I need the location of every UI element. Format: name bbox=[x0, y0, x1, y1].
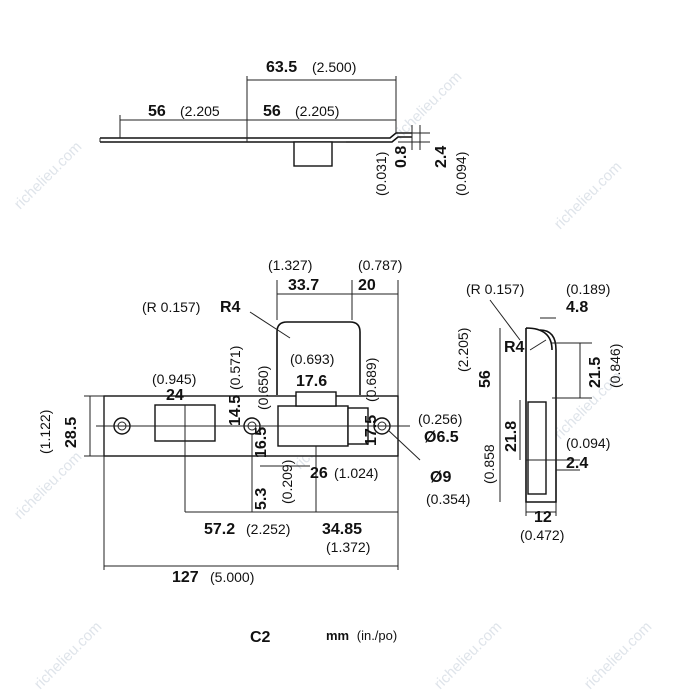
dim-14-5-in: (0.571) bbox=[227, 346, 243, 390]
side-upper-in: (0.846) bbox=[607, 344, 623, 388]
watermark-text: richelieu.com bbox=[581, 618, 656, 693]
watermark-text: richelieu.com bbox=[11, 448, 86, 523]
units-alt: (in./po) bbox=[357, 628, 397, 643]
side-thickness-in: (0.094) bbox=[566, 435, 610, 451]
dim-17-5-in: (0.689) bbox=[363, 358, 379, 402]
side-view-tab bbox=[527, 401, 547, 495]
block-width-mm: 24 bbox=[166, 387, 184, 404]
side-lip-mm: 4.8 bbox=[566, 299, 588, 316]
slot-width-mm: 33.7 bbox=[288, 277, 319, 294]
watermark-text: richelieu.com bbox=[31, 618, 106, 693]
dim-5-3-in: (0.209) bbox=[279, 460, 295, 504]
units-mm: mm bbox=[326, 628, 349, 643]
top-overall-in: (2.500) bbox=[312, 59, 356, 75]
side-radius-in: (R 0.157) bbox=[466, 281, 524, 297]
watermark-text: richelieu.com bbox=[391, 68, 466, 143]
dim-34-85-in: (1.372) bbox=[326, 539, 370, 555]
top-view-plate bbox=[100, 132, 412, 143]
side-height-mm: 56 bbox=[477, 370, 494, 388]
top-view: 63.5 (2.500) 56 (2.205 56 (2.205) 0.8 (0… bbox=[99, 59, 469, 196]
watermark-text: richelieu.com bbox=[431, 618, 506, 693]
top-left-half-in: (2.205 bbox=[180, 103, 220, 119]
model-label: C2 bbox=[250, 629, 271, 646]
block-width-in: (0.945) bbox=[152, 371, 196, 387]
corner-radius-in: (R 0.157) bbox=[142, 299, 200, 315]
side-depth-in: (0.472) bbox=[520, 527, 564, 543]
side-view-bracket bbox=[525, 327, 557, 503]
top-view-latch-block bbox=[293, 141, 333, 167]
leader-line bbox=[387, 429, 421, 461]
side-lower-mm: 21.8 bbox=[503, 421, 520, 452]
watermark-text: richelieu.com bbox=[551, 158, 626, 233]
side-lip-in: (0.189) bbox=[566, 281, 610, 297]
side-radius-mm: R4 bbox=[504, 339, 525, 356]
hole-large-mm: Ø9 bbox=[430, 469, 451, 486]
watermark-group: richelieu.com richelieu.com richelieu.co… bbox=[11, 68, 656, 693]
dim-5-3-mm: 5.3 bbox=[253, 488, 270, 510]
units-label: mm (in./po) bbox=[326, 628, 397, 643]
top-height-in: (0.094) bbox=[453, 152, 469, 196]
watermark-text: richelieu.com bbox=[11, 138, 86, 213]
top-thickness-in: (0.031) bbox=[373, 152, 389, 196]
overall-length-mm: 127 bbox=[172, 569, 199, 586]
hole-small-in: (0.256) bbox=[418, 411, 462, 427]
side-upper-mm: 21.5 bbox=[587, 357, 604, 388]
leader-line bbox=[249, 311, 291, 339]
dim-26-mm: 26 bbox=[310, 465, 328, 482]
top-right-half-in: (2.205) bbox=[295, 103, 339, 119]
top-thickness-mm: 0.8 bbox=[393, 146, 410, 168]
leader-line bbox=[489, 299, 521, 341]
top-overall-mm: 63.5 bbox=[266, 59, 297, 76]
corner-radius-mm: R4 bbox=[220, 299, 241, 316]
dim-26-in: (1.024) bbox=[334, 465, 378, 481]
dim-57-2-mm: 57.2 bbox=[204, 521, 235, 538]
overall-length-in: (5.000) bbox=[210, 569, 254, 585]
dim-57-2-in: (2.252) bbox=[246, 521, 290, 537]
dim-34-85-mm: 34.85 bbox=[322, 521, 362, 538]
block-height-mm: 17.6 bbox=[296, 373, 327, 390]
dim-16-5-mm: 16.5 bbox=[253, 427, 270, 458]
top-left-half-mm: 56 bbox=[148, 103, 166, 120]
hole-large-in: (0.354) bbox=[426, 491, 470, 507]
dim-16-5-in: (0.650) bbox=[255, 366, 271, 410]
front-view-keeper bbox=[276, 321, 361, 395]
side-lower-in: (0.858 bbox=[481, 444, 497, 484]
slot-width-in: (1.327) bbox=[268, 257, 312, 273]
top-height-mm: 2.4 bbox=[433, 146, 450, 168]
side-thickness-mm: 2.4 bbox=[566, 455, 588, 472]
right-offset-mm: 20 bbox=[358, 277, 376, 294]
side-height-in: (2.205) bbox=[455, 328, 471, 372]
plate-height-mm: 28.5 bbox=[63, 417, 80, 448]
dim-17-5-mm: 17.5 bbox=[363, 415, 380, 446]
top-right-half-mm: 56 bbox=[263, 103, 281, 120]
hole-small-mm: Ø6.5 bbox=[424, 429, 459, 446]
side-view: (R 0.157) R4 (0.189) 4.8 (2.205) 56 21.5… bbox=[455, 281, 623, 543]
right-offset-in: (0.787) bbox=[358, 257, 402, 273]
front-view-top-block bbox=[295, 391, 337, 407]
side-depth-mm: 12 bbox=[534, 509, 552, 526]
leader-line bbox=[529, 339, 547, 351]
dim-14-5-mm: 14.5 bbox=[227, 395, 244, 426]
block-height-in: (0.693) bbox=[290, 351, 334, 367]
front-view: (1.327) 33.7 (0.787) 20 (R 0.157) R4 (0.… bbox=[37, 257, 470, 586]
plate-height-in: (1.122) bbox=[37, 410, 53, 454]
